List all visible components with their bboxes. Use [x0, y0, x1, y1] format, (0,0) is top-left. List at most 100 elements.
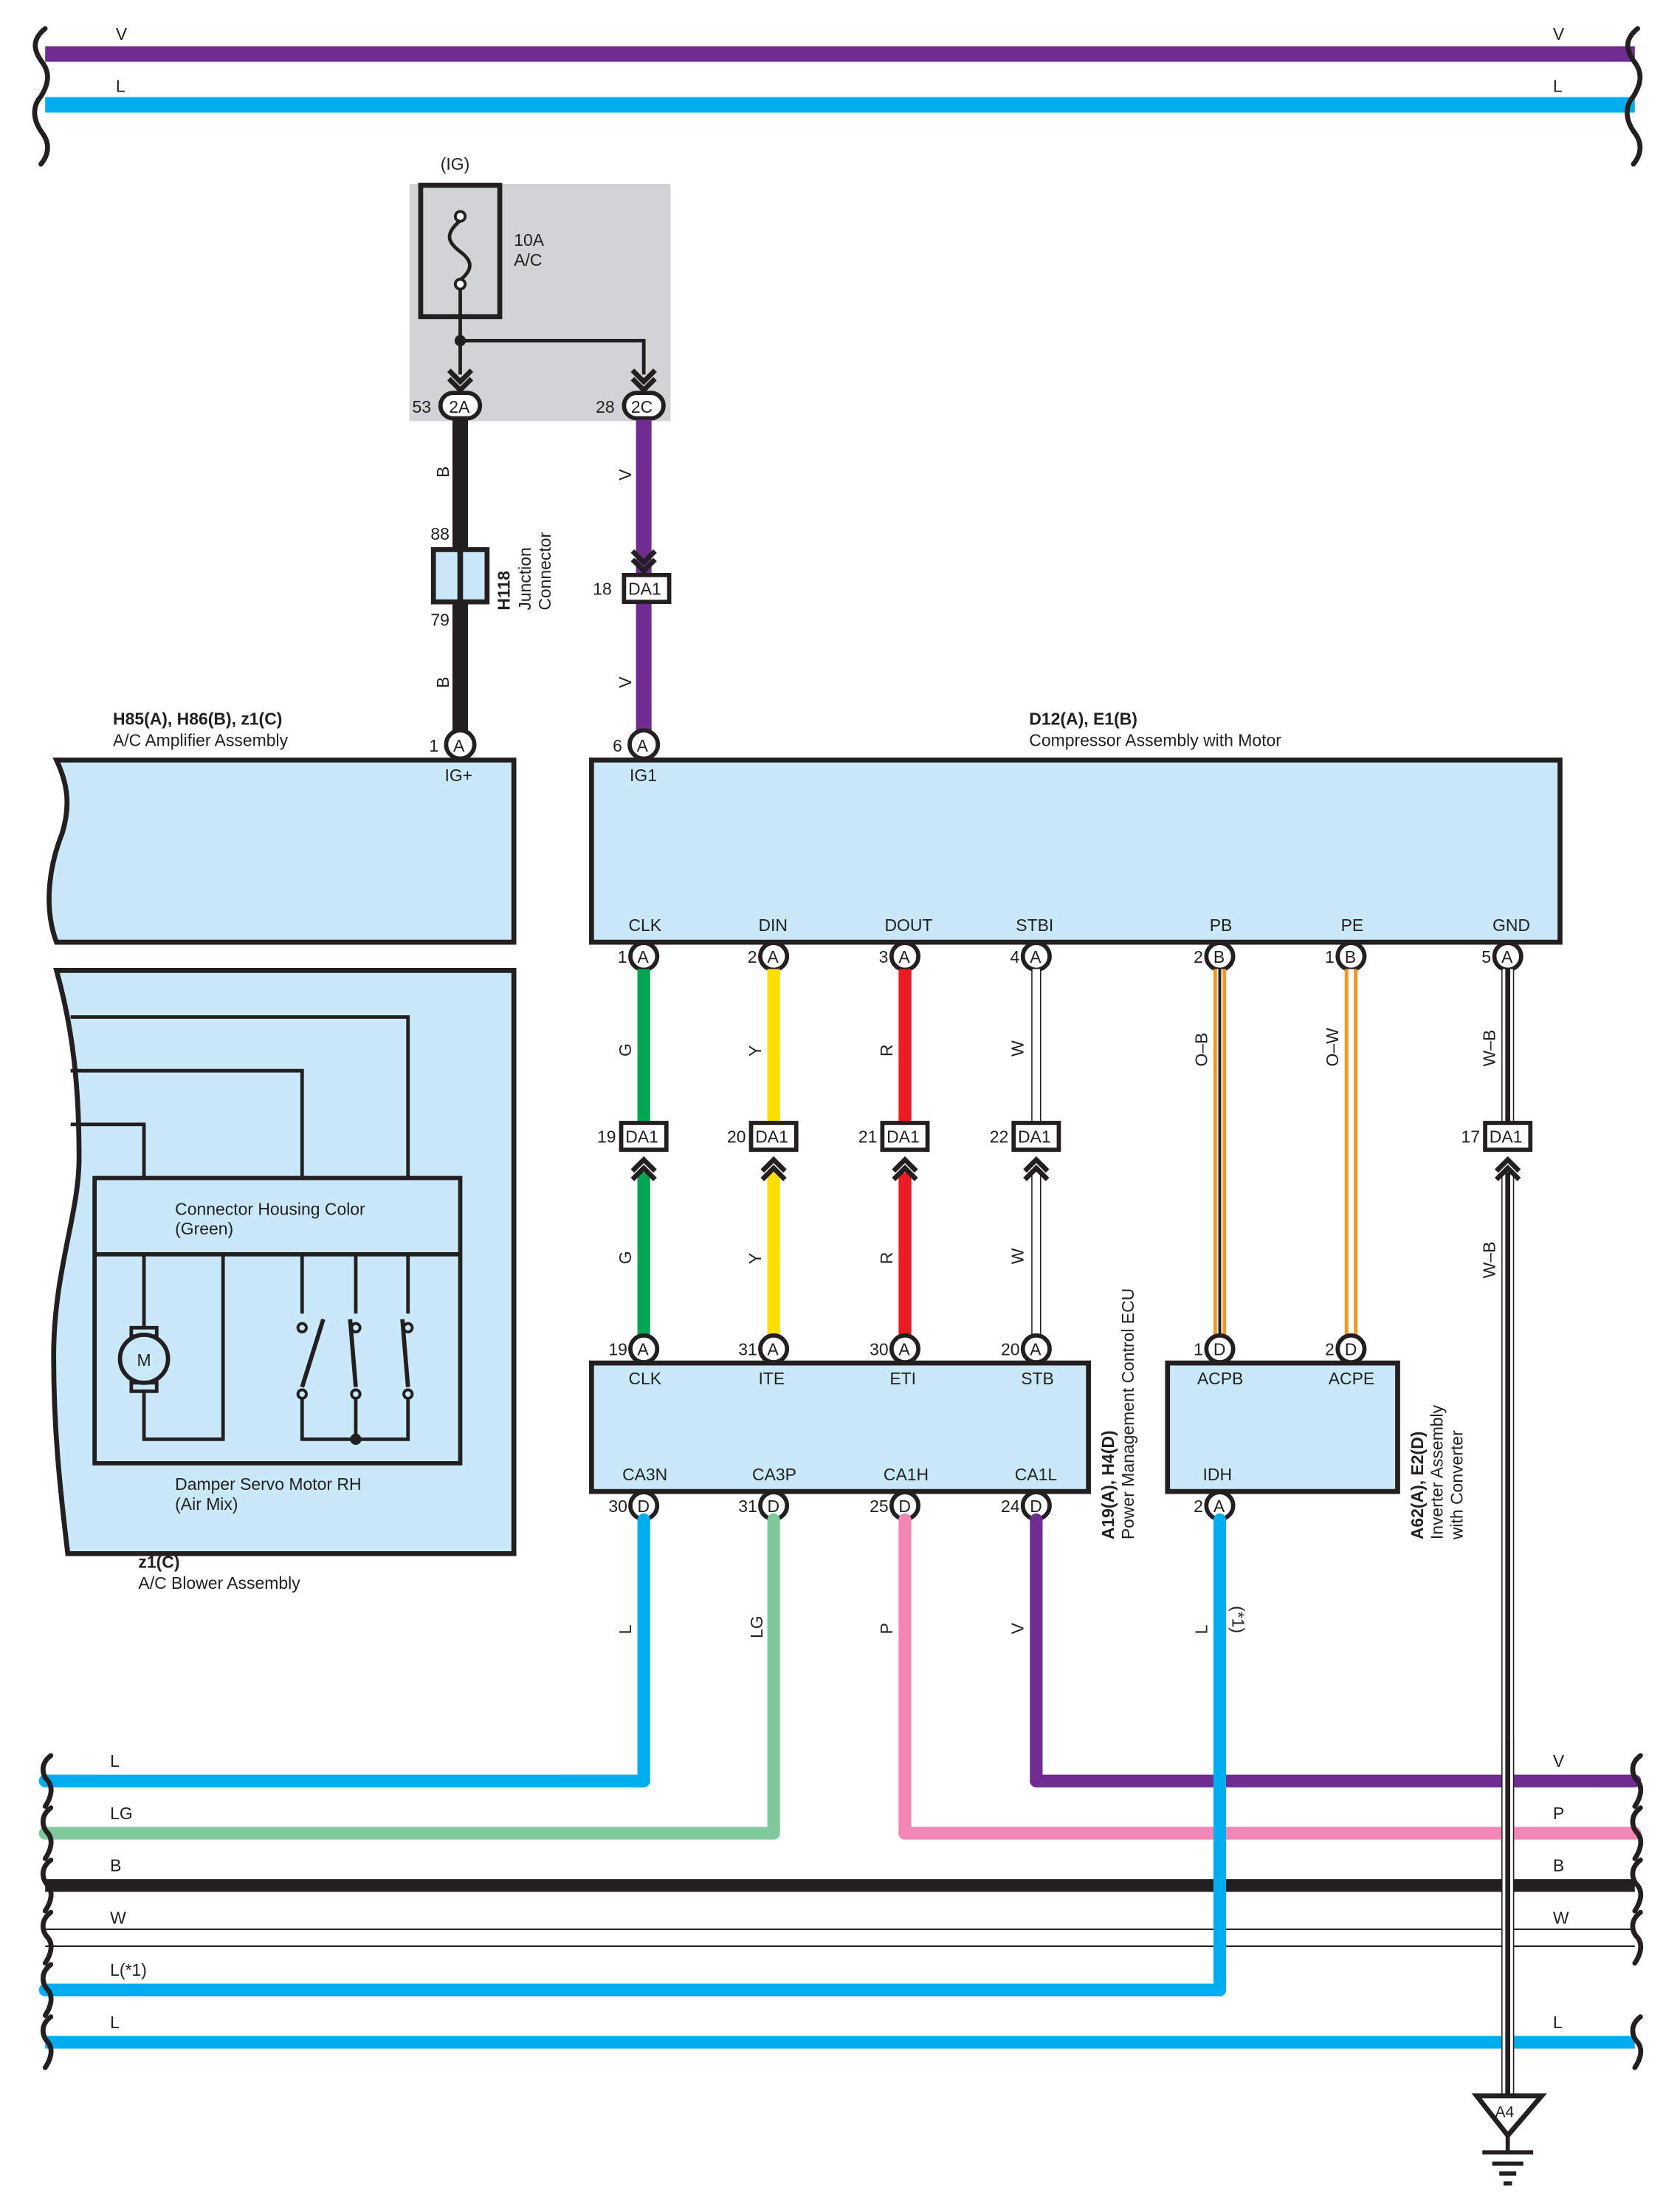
pin-number: 20	[1001, 1340, 1020, 1359]
terminal-name: PE	[1341, 916, 1364, 935]
switch-contact	[296, 1388, 308, 1400]
break-squiggle-left	[41, 2014, 54, 2070]
component-name: with Converter	[1447, 1430, 1466, 1540]
terminal-name: CLK	[628, 1369, 661, 1388]
connector-pin-a	[627, 728, 661, 761]
ground-id: A4	[1495, 2103, 1514, 2120]
pin-number: 1	[618, 947, 627, 966]
pin-number: 24	[1001, 1497, 1020, 1516]
connector-id: A	[638, 947, 650, 966]
top-bus-group: V V L L	[32, 24, 1643, 167]
da1-junction	[748, 1121, 799, 1153]
terminal-name: DIN	[758, 916, 788, 935]
terminal-name: ETI	[889, 1369, 916, 1388]
bus-label: L	[1553, 2013, 1563, 2032]
bus-label: W	[1553, 1908, 1569, 1927]
terminal-name: IDH	[1203, 1465, 1233, 1484]
pin-number: 2	[1194, 947, 1203, 966]
fuse-wire-branch	[460, 338, 646, 375]
terminal-name: GND	[1493, 916, 1530, 935]
da1-junction	[622, 572, 672, 605]
wire-color-label: R	[877, 1252, 896, 1265]
bus-label: V	[1553, 24, 1565, 44]
pin-number: 2	[1325, 1340, 1335, 1359]
break-squiggle-right	[1625, 26, 1643, 167]
connector-arrow-icon	[892, 1155, 918, 1181]
connector-2c	[622, 391, 666, 421]
terminal-name: IG1	[630, 766, 657, 785]
connector-pin	[1204, 1333, 1236, 1365]
ground-triangle	[1471, 2093, 1547, 2140]
wire-color-label: LG	[747, 1615, 766, 1638]
ac-amplifier-assembly: H85(A), H86(B), z1(C) A/C Amplifier Asse…	[47, 710, 517, 945]
break-squiggle-right	[1630, 1753, 1644, 1809]
connector-pin	[1020, 1333, 1052, 1365]
connector-arrow-icon	[1494, 1155, 1521, 1181]
break-squiggle-right	[1630, 2014, 1644, 2070]
connector-arrow-icon	[630, 549, 657, 574]
servo-motor-box	[92, 1175, 463, 1466]
connector-id: 2A	[449, 397, 470, 416]
inverter-box	[1165, 1360, 1400, 1494]
switch-contact	[350, 1388, 362, 1400]
bus-label: L	[110, 1751, 120, 1770]
break-squiggle-right	[1630, 1909, 1644, 1966]
connector-pin	[1335, 1333, 1367, 1365]
wire-color-label: B	[433, 677, 452, 688]
connector-id: DA1	[755, 1127, 788, 1147]
terminal-name: DOUT	[884, 916, 932, 935]
housing-label: (Green)	[175, 1219, 233, 1238]
component-name: Power Management Control ECU	[1118, 1288, 1137, 1539]
connector-id: DA1	[1018, 1127, 1051, 1147]
connector-arrow-icon	[447, 368, 474, 394]
relay-box-background	[409, 184, 671, 422]
terminal-name: IG+	[444, 766, 472, 785]
fuse-block: (IG) 10A A/C 2A 53 2C 28	[409, 154, 671, 422]
component-connectors: A62(A), E2(D)	[1408, 1432, 1427, 1540]
fuse-name: A/C	[514, 250, 542, 269]
junction-name: Connector	[535, 532, 554, 610]
wire-note: (*1)	[1229, 1606, 1248, 1633]
wire-color-label: Y	[746, 1253, 765, 1264]
amplifier-box	[47, 758, 517, 945]
connector-arrow-icon	[760, 1155, 787, 1181]
wire-color-label: O–B	[1191, 1033, 1211, 1067]
connector-id: A	[768, 947, 779, 966]
pin-number: 1	[1325, 947, 1335, 966]
break-squiggle-left	[41, 1805, 54, 1861]
pin-number: 30	[870, 1340, 889, 1359]
bus-label: V	[116, 24, 128, 44]
inverter-assembly: A62(A), E2(D) Inverter Assembly with Con…	[1165, 1333, 1466, 1540]
break-squiggle-left	[41, 1857, 54, 1914]
terminal-name: CA3N	[622, 1465, 667, 1484]
motor-icon	[117, 1332, 171, 1385]
connector-id: A	[1030, 947, 1042, 966]
power-management-ecu: A19(A), H4(D) Power Management Control E…	[589, 1288, 1137, 1539]
connector-id: A	[1213, 1497, 1225, 1516]
internal-wire	[70, 1068, 304, 1178]
connector-pin	[628, 1333, 660, 1365]
da1-junction	[1483, 1121, 1533, 1153]
component-name: Inverter Assembly	[1428, 1404, 1447, 1539]
connector-id: A	[898, 1340, 910, 1359]
terminal-name: ACPB	[1197, 1369, 1243, 1388]
pin-number: 19	[597, 1127, 616, 1147]
wire-color-label: W–B	[1479, 1242, 1498, 1279]
pin-number: 1	[429, 736, 438, 755]
switch-icon	[400, 1319, 410, 1387]
connector-id: B	[1213, 947, 1225, 966]
connector-arrow-icon	[630, 1155, 657, 1181]
connector-2a	[438, 391, 483, 421]
wire-color-label: L	[1191, 1625, 1211, 1635]
component-name: A/C Blower Assembly	[138, 1573, 300, 1593]
compressor-box	[589, 758, 1563, 945]
bus-label: B	[1553, 1856, 1564, 1875]
terminal-name: CA1L	[1015, 1465, 1057, 1484]
da1-junction	[1011, 1121, 1061, 1153]
pin-number: 17	[1462, 1127, 1481, 1147]
connector-id: DA1	[625, 1127, 658, 1147]
connector-id: DA1	[1490, 1127, 1523, 1147]
bus-label: W	[110, 1908, 126, 1927]
